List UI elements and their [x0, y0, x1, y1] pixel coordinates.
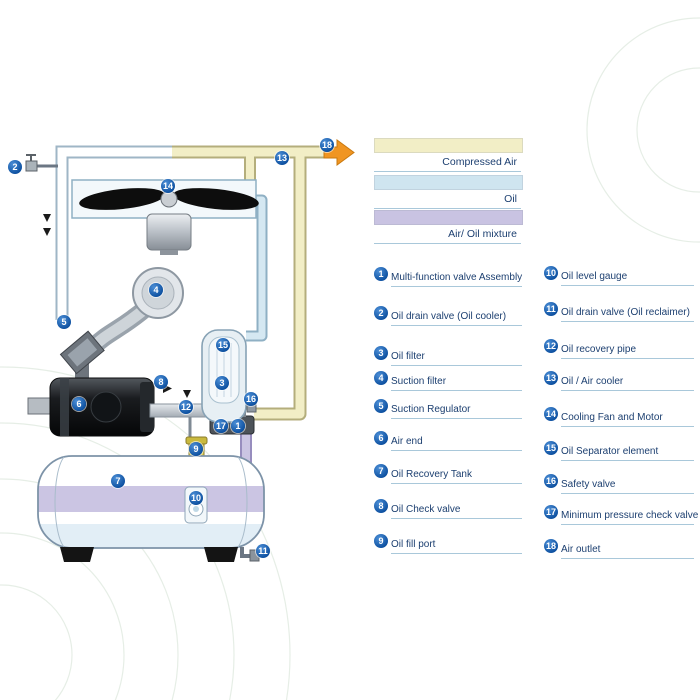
diagram-marker-13: 13 [275, 151, 289, 165]
oil-air-cooler [71, 179, 259, 255]
watermark-arcs [0, 17, 700, 700]
callout-number-7: 7 [374, 464, 388, 478]
legend-swatch-air-oil-mixture [374, 210, 523, 225]
diagram-marker-1: 1 [231, 419, 245, 433]
callout-row-15: 15 Oil Separator element [544, 441, 694, 461]
callout-number-18: 18 [544, 539, 558, 553]
diagram-marker-7: 7 [111, 474, 125, 488]
air-end [27, 377, 155, 437]
callout-number-14: 14 [544, 407, 558, 421]
callout-number-15: 15 [544, 441, 558, 455]
callout-row-16: 16 Safety valve [544, 474, 694, 494]
callout-row-10: 10 Oil level gauge [544, 266, 694, 286]
callout-row-13: 13 Oil / Air cooler [544, 371, 694, 391]
callout-number-2: 2 [374, 306, 388, 320]
legend-label-compressed-air: Compressed Air [374, 156, 521, 172]
fan-icon [79, 188, 259, 210]
callout-number-16: 16 [544, 474, 558, 488]
callout-number-17: 17 [544, 505, 558, 519]
callout-label-13: Oil / Air cooler [561, 376, 694, 391]
diagram-marker-6: 6 [72, 397, 86, 411]
callout-number-6: 6 [374, 431, 388, 445]
legend-item-oil: Oil [374, 175, 523, 209]
air-outlet-arrow [323, 139, 355, 166]
diagram-marker-10: 10 [189, 491, 203, 505]
callout-number-3: 3 [374, 346, 388, 360]
callout-row-18: 18 Air outlet [544, 539, 694, 559]
callout-label-18: Air outlet [561, 544, 694, 559]
callout-label-12: Oil recovery pipe [561, 344, 694, 359]
callout-number-1: 1 [374, 267, 388, 281]
callout-label-8: Oil Check valve [391, 504, 522, 519]
callout-row-9: 9 Oil fill port [374, 534, 522, 554]
callout-number-9: 9 [374, 534, 388, 548]
diagram-marker-9: 9 [189, 442, 203, 456]
legend-label-oil: Oil [374, 193, 521, 209]
diagram-marker-16: 16 [244, 392, 258, 406]
legend-item-compressed-air: Compressed Air [374, 138, 523, 172]
callout-row-2: 2 Oil drain valve (Oil cooler) [374, 306, 522, 326]
callout-label-16: Safety valve [561, 479, 694, 494]
legend-swatch-compressed-air [374, 138, 523, 153]
diagram-marker-4: 4 [149, 283, 163, 297]
callout-label-1: Multi-function valve Assembly [391, 272, 522, 287]
callout-number-5: 5 [374, 399, 388, 413]
callout-label-9: Oil fill port [391, 539, 522, 554]
callout-label-11: Oil drain valve (Oil reclaimer) [561, 307, 694, 322]
callout-number-11: 11 [544, 302, 558, 316]
callout-row-14: 14 Cooling Fan and Motor [544, 407, 694, 427]
pipe-oil-return [246, 194, 268, 342]
callout-number-12: 12 [544, 339, 558, 353]
callout-row-7: 7 Oil Recovery Tank [374, 464, 522, 484]
callout-number-4: 4 [374, 371, 388, 385]
diagram-marker-2: 2 [8, 160, 22, 174]
diagram-marker-8: 8 [154, 375, 168, 389]
callout-label-4: Suction filter [391, 376, 522, 391]
callout-row-6: 6 Air end [374, 431, 522, 451]
oil-drain-valve-cooler [25, 154, 58, 172]
callout-number-10: 10 [544, 266, 558, 280]
callout-row-8: 8 Oil Check valve [374, 499, 522, 519]
diagram-marker-11: 11 [256, 544, 270, 558]
diagram-marker-12: 12 [179, 400, 193, 414]
diagram-marker-15: 15 [216, 338, 230, 352]
legend-label-air-oil-mixture: Air/ Oil mixture [374, 228, 521, 244]
tank-feet [60, 547, 238, 562]
callout-label-7: Oil Recovery Tank [391, 469, 522, 484]
callout-label-15: Oil Separator element [561, 446, 694, 461]
callout-row-1: 1 Multi-function valve Assembly [374, 267, 522, 287]
callout-row-11: 11 Oil drain valve (Oil reclaimer) [544, 302, 694, 322]
callout-number-13: 13 [544, 371, 558, 385]
callout-label-6: Air end [391, 436, 522, 451]
callout-row-17: 17 Minimum pressure check valve [544, 505, 698, 525]
suction-filter [83, 267, 184, 357]
callout-row-12: 12 Oil recovery pipe [544, 339, 694, 359]
callout-label-2: Oil drain valve (Oil cooler) [391, 311, 522, 326]
pipe-left [55, 145, 176, 320]
legend-swatch-oil [374, 175, 523, 190]
callout-row-3: 3 Oil filter [374, 346, 522, 366]
diagram-marker-18: 18 [320, 138, 334, 152]
diagram-marker-3: 3 [215, 376, 229, 390]
callout-row-5: 5 Suction Regulator [374, 399, 522, 419]
callout-label-5: Suction Regulator [391, 404, 522, 419]
legend-item-air-oil-mixture: Air/ Oil mixture [374, 210, 523, 244]
diagram-marker-14: 14 [161, 179, 175, 193]
diagram-marker-5: 5 [57, 315, 71, 329]
callout-row-4: 4 Suction filter [374, 371, 522, 391]
oil-recovery-tank [37, 455, 265, 549]
diagram-marker-17: 17 [214, 419, 228, 433]
callout-label-10: Oil level gauge [561, 271, 694, 286]
callout-label-14: Cooling Fan and Motor [561, 412, 694, 427]
callout-label-3: Oil filter [391, 351, 522, 366]
callout-label-17: Minimum pressure check valve [561, 510, 698, 525]
callout-number-8: 8 [374, 499, 388, 513]
